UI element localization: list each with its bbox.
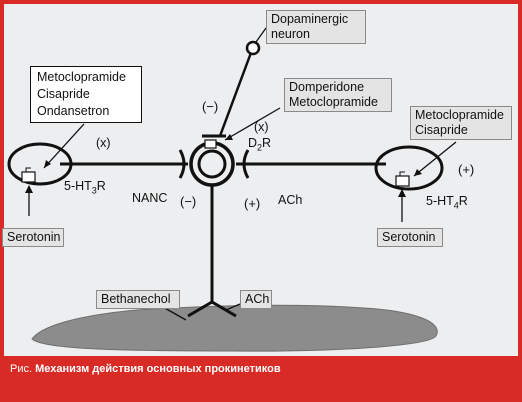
x-left-label: (x) (96, 136, 111, 150)
ach-bottom-label: ACh (245, 292, 270, 306)
domperidone-line1: Domperidone (289, 80, 365, 94)
left-loop-neuron (7, 142, 73, 186)
left-drug-arrowhead (44, 160, 51, 168)
right-receptor-icon (395, 175, 410, 187)
right-drug-arrowhead (414, 169, 422, 176)
plus-center-label: (+) (244, 196, 261, 211)
serotonin-left-box: Serotonin (2, 228, 64, 247)
caption-text: Механизм действия основных прокинетиков (35, 363, 281, 375)
dopaminergic-axon-line (218, 49, 254, 137)
left-synapse-bracket (178, 149, 186, 179)
dopaminergic-line2: neuron (271, 27, 310, 41)
domperidone-arrow (224, 107, 281, 141)
right-drugs-box: Metoclopramide Cisapride (410, 106, 512, 140)
domperidone-box: Domperidone Metoclopramide (284, 78, 392, 112)
right-loop-neuron (374, 145, 444, 191)
nanc-label: NANC (132, 191, 168, 205)
serotonin-right-arrowhead (398, 189, 406, 197)
ht4r-label: 5-HT4R (426, 194, 468, 211)
bethanechol-box: Bethanechol (96, 290, 180, 309)
dopaminergic-neuron-body (245, 40, 261, 56)
left-receptor-tick (25, 167, 31, 172)
figure-caption: Рис. Механизм действия основных прокинет… (10, 362, 281, 392)
ach-right-label: ACh (278, 193, 303, 207)
serotonin-left-label: Serotonin (7, 230, 61, 244)
right-receptor-tick (399, 171, 405, 176)
left-drugs-line1: Metoclopramide (37, 70, 126, 84)
dopaminergic-line1: Dopaminergic (271, 12, 349, 26)
left-receptor-icon (21, 171, 36, 183)
domperidone-arrowhead (225, 134, 233, 140)
diagram-panel: Dopaminergic neuron Domperidone Metoclop… (2, 4, 518, 356)
ach-bottom-connector (225, 303, 241, 311)
central-neuron-outer (189, 141, 235, 187)
right-drug-arrow (413, 141, 457, 177)
right-synapse-bracket (242, 149, 250, 179)
domperidone-line2: Metoclopramide (289, 95, 378, 109)
right-drugs-line1: Metoclopramide (415, 108, 504, 122)
ht3r-label: 5-HT3R (64, 179, 106, 196)
d2-receptor-icon (204, 139, 217, 149)
d2r-label: D2R (248, 136, 272, 153)
serotonin-right-box: Serotonin (377, 228, 443, 247)
minus-center-label: (−) (180, 194, 197, 209)
left-drugs-box: Metoclopramide Cisapride Ondansetron (30, 66, 142, 123)
ach-bottom-box: ACh (240, 290, 272, 309)
central-neuron-inner (197, 149, 227, 179)
left-drugs-line2: Cisapride (37, 87, 90, 101)
minus-top-label: (−) (202, 99, 219, 114)
dopaminergic-connector (255, 27, 267, 43)
caption-prefix: Рис. (10, 363, 33, 375)
x-center-label: (x) (254, 120, 269, 134)
serotonin-left-arrowhead (25, 185, 33, 193)
right-drugs-line2: Cisapride (415, 123, 468, 137)
smooth-muscle-shape (31, 304, 438, 352)
plus-right-label: (+) (458, 162, 475, 177)
dopaminergic-neuron-box: Dopaminergic neuron (266, 10, 366, 44)
bethanechol-label: Bethanechol (101, 292, 171, 306)
left-drug-arrow (43, 123, 85, 169)
left-drugs-line3: Ondansetron (37, 104, 110, 118)
serotonin-right-label: Serotonin (382, 230, 436, 244)
neuron-diagram (7, 27, 457, 352)
bottom-synapse-fork (187, 300, 237, 318)
